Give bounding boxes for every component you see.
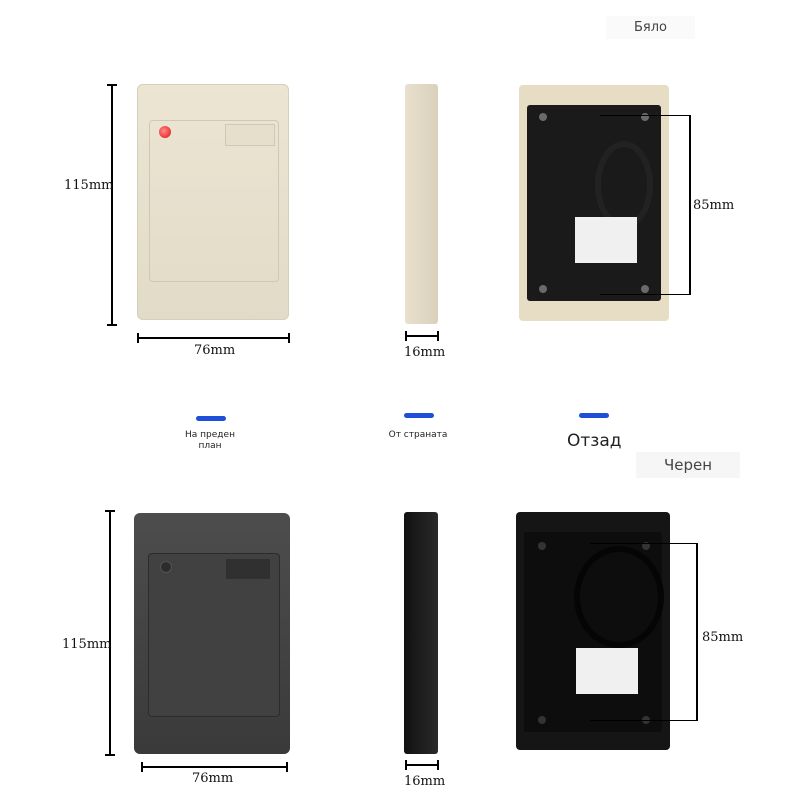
height-cap-bottom xyxy=(107,324,117,326)
depth-cap-left xyxy=(405,331,407,341)
hole-guide-top xyxy=(590,543,698,544)
reader-back-black xyxy=(516,512,670,750)
view-label-side: От страната xyxy=(388,430,448,440)
hole-guide-bottom xyxy=(590,720,698,721)
hole-guide-bottom xyxy=(600,294,691,295)
reader-side-black xyxy=(404,512,438,754)
screw-icon xyxy=(641,285,649,293)
wiring-label-sticker xyxy=(575,217,637,263)
width-cap-left xyxy=(141,762,143,772)
height-dimension-line xyxy=(111,85,113,325)
front-panel-recess xyxy=(148,553,280,717)
width-label-beige: 76mm xyxy=(194,343,236,358)
view-indicator-back xyxy=(579,413,609,418)
view-indicator-side xyxy=(404,413,434,418)
depth-dimension-line xyxy=(405,764,438,766)
hole-spacing-label-black: 85mm xyxy=(702,630,744,645)
width-cap-right xyxy=(288,333,290,343)
reader-window xyxy=(225,124,275,146)
led-indicator-red xyxy=(159,126,171,138)
hole-spacing-label-beige: 85mm xyxy=(693,198,735,213)
height-label-beige: 115mm xyxy=(64,178,114,193)
screw-icon xyxy=(538,716,546,724)
height-cap-top xyxy=(107,84,117,86)
wire-coil xyxy=(595,141,653,229)
depth-label-black: 16mm xyxy=(404,774,446,789)
reader-window xyxy=(226,559,270,579)
depth-cap-left xyxy=(405,760,407,770)
height-cap-bottom xyxy=(105,754,115,756)
front-panel-recess xyxy=(149,120,279,282)
reader-front-beige xyxy=(137,84,289,320)
width-dimension-line xyxy=(141,766,287,768)
wire-coil xyxy=(574,546,664,648)
view-label-back: Отзад xyxy=(567,431,622,451)
depth-cap-right xyxy=(437,760,439,770)
reader-back-beige xyxy=(519,85,669,321)
height-label-black: 115mm xyxy=(62,637,112,652)
height-dimension-line xyxy=(109,511,111,755)
depth-dimension-line xyxy=(405,335,438,337)
depth-cap-right xyxy=(437,331,439,341)
screw-icon xyxy=(539,285,547,293)
hole-spacing-line-black xyxy=(696,543,698,721)
width-label-black: 76mm xyxy=(192,771,234,786)
back-cavity xyxy=(527,105,661,301)
width-cap-right xyxy=(286,762,288,772)
led-indicator xyxy=(160,561,172,573)
height-cap-top xyxy=(105,510,115,512)
color-label-black: Черен xyxy=(636,452,741,478)
screw-icon xyxy=(538,542,546,550)
screw-icon xyxy=(539,113,547,121)
depth-label-beige: 16mm xyxy=(404,345,446,360)
view-label-front: На преден план xyxy=(185,430,235,451)
reader-front-black xyxy=(134,513,290,754)
hole-spacing-line-beige xyxy=(689,115,691,295)
hole-guide-top xyxy=(600,115,691,116)
width-cap-left xyxy=(137,333,139,343)
color-label-white: Бяло xyxy=(606,16,696,39)
view-indicator-front xyxy=(196,416,226,421)
width-dimension-line xyxy=(137,337,289,339)
back-cavity xyxy=(524,532,664,732)
screw-icon xyxy=(642,542,650,550)
screw-icon xyxy=(641,113,649,121)
wiring-label-sticker xyxy=(576,648,638,694)
reader-side-beige xyxy=(405,84,438,324)
